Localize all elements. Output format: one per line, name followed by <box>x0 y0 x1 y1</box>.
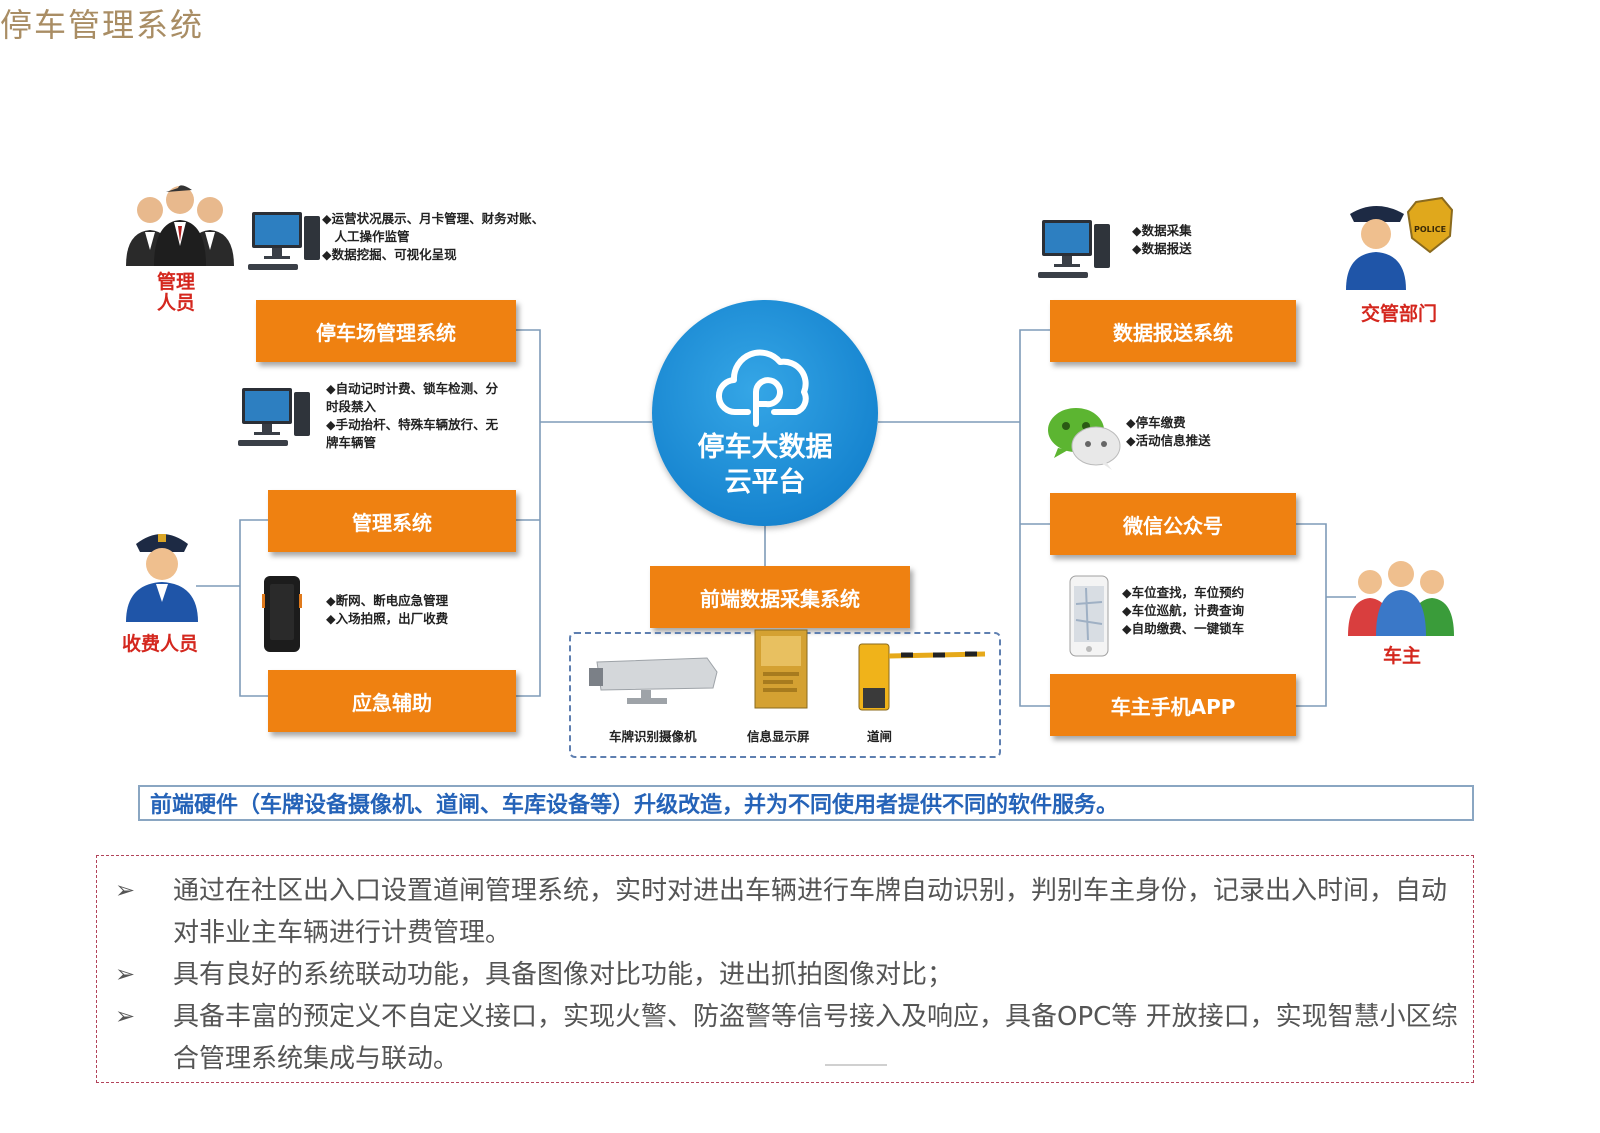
mgmt-system-features: ◆自动记时计费、锁车检测、分 时段禁入 ◆手动抬杆、特殊车辆放行、无 牌车辆管 <box>326 381 499 450</box>
description-text: 具有良好的系统联动功能，具备图像对比功能，进出抓拍图像对比； <box>173 960 954 990</box>
barrier-gate-icon <box>858 643 986 711</box>
frontend-data-collection-box: 前端数据采集系统 <box>650 566 910 628</box>
cloud-platform-circle: 停车大数据 云平台 <box>652 300 878 526</box>
description-text: 具备丰富的预定义不自定义接口，实现火警、防盗警等信号接入及响应，具备OPC等 开… <box>173 1002 1458 1074</box>
traffic-police-icon: POLICE <box>1346 196 1454 290</box>
device-label-camera: 车牌识别摄像机 <box>609 729 697 744</box>
mgmt-system-box: 管理系统 <box>268 490 516 552</box>
owner-app-box: 车主手机APP <box>1050 674 1296 736</box>
cloud-icon <box>716 349 809 427</box>
frontend-hardware-frame: 车牌识别摄像机 信息显示屏 道闸 <box>569 629 1001 758</box>
wechat-official-account-box: 微信公众号 <box>1050 493 1296 555</box>
arrow-bullet-icon: ➢ <box>115 1002 136 1030</box>
parking-mgmt-system-box: 停车场管理系统 <box>256 300 516 362</box>
camera-icon <box>589 657 718 704</box>
data-report-features: ◆数据采集 ◆数据报送 <box>1132 223 1192 256</box>
page-title: 停车管理系统 <box>0 6 205 44</box>
desktop-computer-icon <box>238 388 310 446</box>
divider <box>825 1064 887 1066</box>
device-label-display: 信息显示屏 <box>747 729 810 744</box>
smartphone-icon <box>1069 575 1109 657</box>
managers-people-icon <box>126 185 234 266</box>
desktop-computer-icon <box>1038 220 1110 278</box>
desktop-computer-icon <box>248 212 320 270</box>
toll-staff-label: 收费人员 <box>121 633 198 655</box>
managers-label: 管理 人员 <box>156 271 195 314</box>
info-display-icon <box>754 629 808 709</box>
upgrade-banner: 前端硬件（车牌设备摄像机、道闸、车库设备等）升级改造，并为不同使用者提供不同的软… <box>138 785 1474 821</box>
emergency-features: ◆断网、断电应急管理 ◆入场拍照，出厂收费 <box>326 593 449 626</box>
traffic-dept-label: 交管部门 <box>1360 303 1437 325</box>
car-owners-icon <box>1348 561 1454 636</box>
app-features: ◆车位查找，车位预约 ◆车位巡航，计费查询 ◆自助缴费、一键锁车 <box>1122 585 1245 636</box>
description-text: 通过在社区出入口设置道闸管理系统，实时对进出车辆进行车牌自动识别，判别车主身份，… <box>173 876 1448 948</box>
police-badge-text: POLICE <box>1414 225 1446 234</box>
handheld-terminal-icon <box>262 576 302 652</box>
car-owner-label: 车主 <box>1382 645 1421 667</box>
emergency-aid-box: 应急辅助 <box>268 670 516 732</box>
arrow-bullet-icon: ➢ <box>115 876 136 904</box>
wechat-features: ◆停车缴费 ◆活动信息推送 <box>1126 415 1211 448</box>
toll-collector-icon <box>126 534 198 622</box>
data-report-system-box: 数据报送系统 <box>1050 300 1296 362</box>
arrow-bullet-icon: ➢ <box>115 960 136 988</box>
cloud-title-line2: 云平台 <box>724 467 806 498</box>
wechat-icon <box>1048 408 1121 470</box>
cloud-title-line1: 停车大数据 <box>697 432 833 463</box>
cloud-platform-title: 停车大数据 云平台 <box>652 430 878 500</box>
parking-mgmt-features: ◆运营状况展示、月卡管理、财务对账、 人工操作监管 ◆数据挖掘、可视化呈现 <box>322 211 545 262</box>
device-label-gate: 道闸 <box>867 729 893 744</box>
description-box: ➢ 通过在社区出入口设置道闸管理系统，实时对进出车辆进行车牌自动识别，判别车主身… <box>96 855 1474 1083</box>
